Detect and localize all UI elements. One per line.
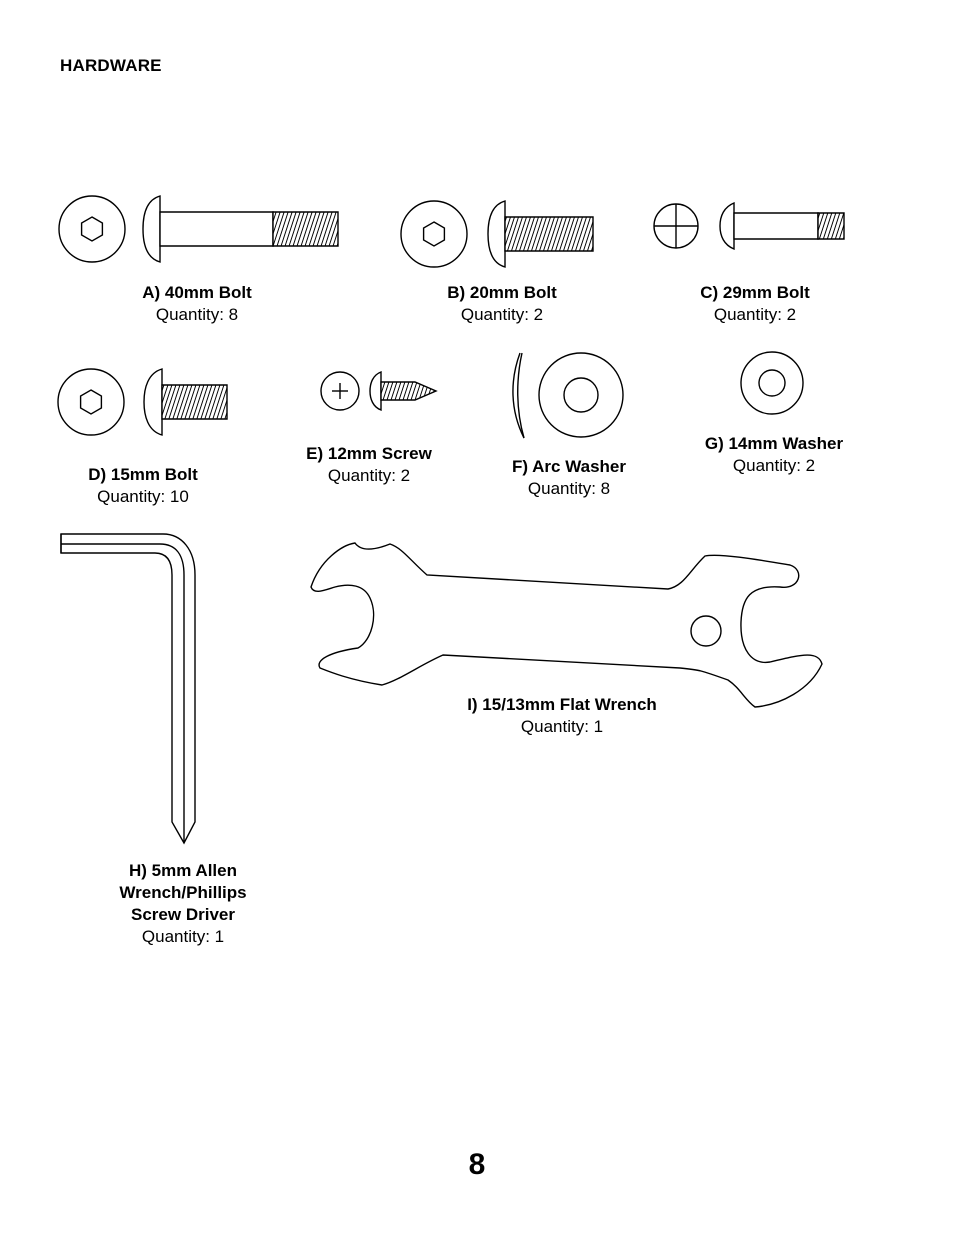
- flat-wrench-icon: [311, 543, 822, 707]
- item-d-quantity: Quantity: 10: [97, 487, 189, 506]
- bolt-d-head-icon: [58, 369, 124, 435]
- arc-washer-face-icon: [539, 353, 623, 437]
- item-h-name-line-3: Screw Driver: [131, 905, 235, 924]
- item-b-name: B) 20mm Bolt: [447, 283, 557, 302]
- item-b-quantity: Quantity: 2: [460, 305, 544, 324]
- item-h-name-line-1: H) 5mm Allen: [128, 861, 237, 880]
- item-h-quantity: Quantity: 1: [141, 927, 225, 946]
- item-i-name: I) 15/13mm Flat Wrench: [467, 695, 657, 714]
- item-d-name: D) 15mm Bolt: [88, 465, 198, 484]
- item-f-caption: F) Arc Washer Quantity: 8: [512, 456, 626, 500]
- item-a-name: A) 40mm Bolt: [142, 283, 252, 302]
- arc-washer-side-icon: [513, 353, 524, 438]
- item-b-caption: B) 20mm Bolt Quantity: 2: [447, 282, 557, 326]
- item-e-name: E) 12mm Screw: [306, 444, 432, 463]
- item-f-name: F) Arc Washer: [512, 457, 626, 476]
- item-c-quantity: Quantity: 2: [713, 305, 797, 324]
- item-c-name: C) 29mm Bolt: [700, 283, 810, 302]
- screw-e-head-icon: [321, 372, 359, 410]
- item-e-caption: E) 12mm Screw Quantity: 2: [306, 443, 432, 487]
- allen-wrench-icon: [61, 534, 195, 843]
- screw-e-side-icon: [370, 372, 436, 410]
- item-g-quantity: Quantity: 2: [732, 456, 816, 475]
- page-heading: HARDWARE: [60, 56, 162, 75]
- item-h-name-line-2: Wrench/Phillips: [119, 883, 247, 902]
- bolt-a-head-icon: [59, 196, 125, 262]
- item-a-caption: A) 40mm Bolt Quantity: 8: [142, 282, 252, 326]
- item-e-quantity: Quantity: 2: [327, 466, 411, 485]
- item-d-caption: D) 15mm Bolt Quantity: 10: [88, 464, 198, 508]
- page-number: 8: [468, 1148, 486, 1181]
- item-h-caption: H) 5mm Allen Wrench/Phillips Screw Drive…: [119, 860, 246, 948]
- bolt-c-head-icon: [654, 204, 698, 248]
- item-g-caption: G) 14mm Washer Quantity: 2: [705, 433, 843, 477]
- bolt-c-side-icon: [720, 203, 844, 249]
- item-g-name: G) 14mm Washer: [704, 434, 844, 453]
- item-f-quantity: Quantity: 8: [527, 479, 611, 498]
- bolt-b-head-icon: [401, 201, 467, 267]
- item-i-quantity: Quantity: 1: [520, 717, 604, 736]
- bolt-d-side-icon: [144, 369, 227, 435]
- washer-g-icon: [741, 352, 803, 414]
- item-a-quantity: Quantity: 8: [155, 305, 239, 324]
- bolt-a-side-icon: [143, 196, 338, 262]
- item-i-caption: I) 15/13mm Flat Wrench Quantity: 1: [467, 694, 657, 738]
- bolt-b-side-icon: [488, 201, 593, 267]
- item-c-caption: C) 29mm Bolt Quantity: 2: [700, 282, 810, 326]
